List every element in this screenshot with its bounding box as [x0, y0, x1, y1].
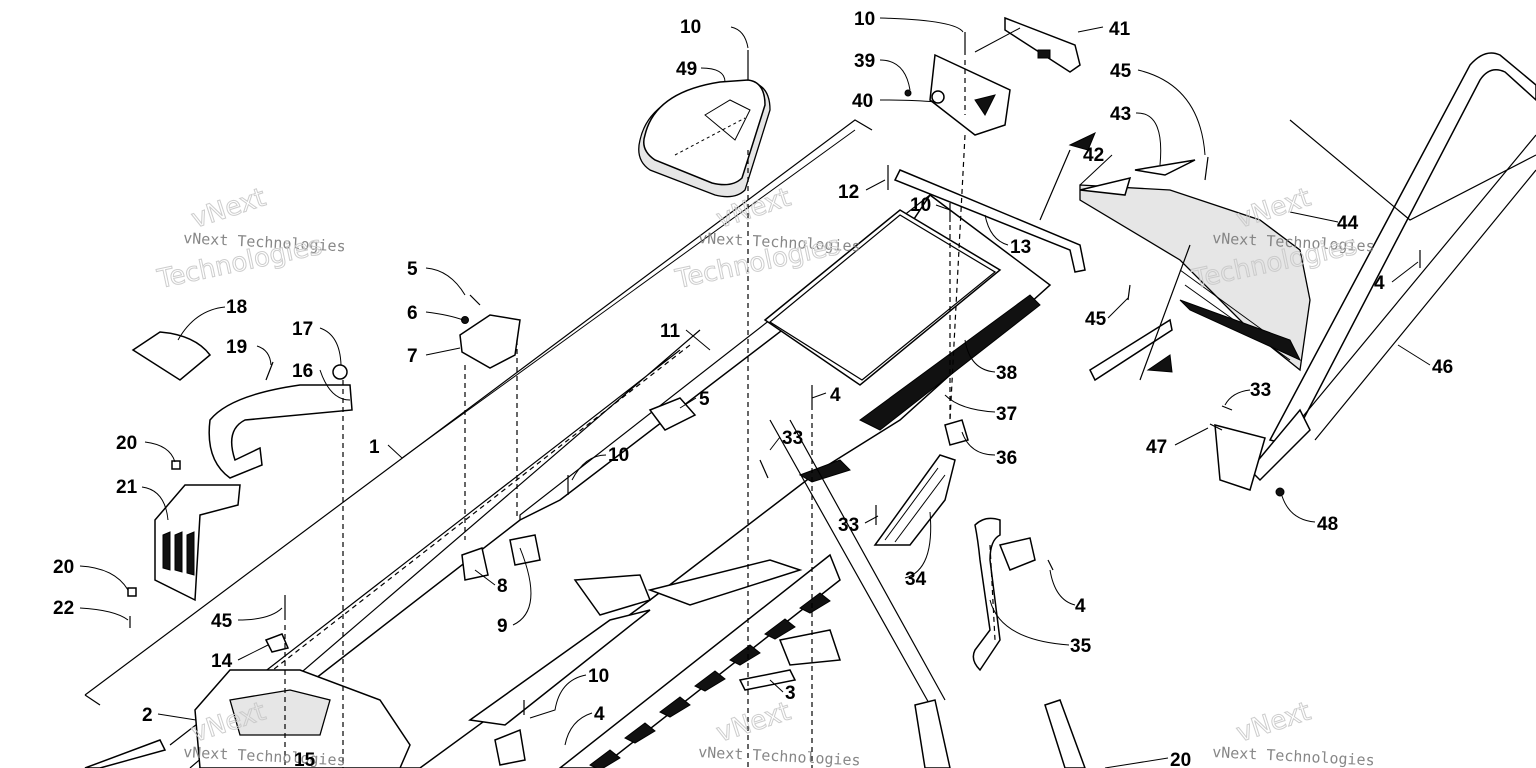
watermark-brand: vNext Technologies	[698, 743, 861, 768]
callout-10: 10	[854, 9, 875, 30]
callout-40: 40	[852, 91, 873, 112]
callout-47: 47	[1146, 437, 1167, 458]
callout-3: 3	[785, 683, 796, 704]
callout-33: 33	[838, 515, 859, 536]
callout-4: 4	[1075, 596, 1086, 617]
callout-18: 18	[226, 297, 247, 318]
callout-48: 48	[1317, 514, 1338, 535]
callout-12: 12	[838, 182, 859, 203]
snowflap-part-43	[1079, 159, 1311, 372]
callout-34: 34	[905, 569, 927, 590]
callout-44: 44	[1337, 213, 1359, 234]
callout-5: 5	[407, 259, 418, 280]
cover-part-18	[131, 331, 212, 381]
callout-11: 11	[660, 321, 681, 342]
callout-8: 8	[497, 576, 508, 597]
callout-15: 15	[294, 750, 316, 768]
callout-10: 10	[588, 666, 609, 687]
callout-45: 45	[211, 611, 233, 632]
watermark-brand: vNext Technologies	[1212, 743, 1375, 768]
callout-20: 20	[53, 557, 74, 578]
callout-37: 37	[996, 404, 1017, 425]
callout-9: 9	[497, 616, 508, 637]
rear-bracket-40	[929, 53, 1011, 136]
heat-shield-21	[154, 484, 241, 602]
callout-45: 45	[1085, 309, 1107, 330]
callout-4: 4	[594, 704, 605, 725]
direction-arrow-icon	[1068, 131, 1096, 151]
callout-7: 7	[407, 346, 418, 367]
callout-39: 39	[854, 51, 875, 72]
callout-4: 4	[830, 385, 841, 406]
callout-38: 38	[996, 363, 1017, 384]
callout-42: 42	[1083, 145, 1104, 166]
running-board-cleats	[589, 592, 831, 768]
seat-part-49	[638, 79, 771, 198]
callout-20: 20	[1170, 750, 1191, 768]
callout-41: 41	[1109, 19, 1131, 40]
callout-43: 43	[1110, 104, 1131, 125]
callout-33: 33	[1250, 380, 1271, 401]
callout-49: 49	[676, 59, 697, 80]
side-handle-35	[972, 517, 1001, 672]
callout-1: 1	[369, 437, 380, 458]
guard-part-34	[873, 454, 956, 546]
callout-10: 10	[608, 445, 629, 466]
callout-10: 10	[680, 17, 701, 38]
callout-33: 33	[782, 428, 803, 449]
callout-35: 35	[1070, 636, 1092, 657]
callout-6: 6	[407, 303, 418, 324]
callout-2: 2	[142, 705, 153, 726]
callout-14: 14	[211, 651, 233, 672]
leader-lines	[79, 17, 1431, 768]
rear-post-20	[1044, 699, 1086, 768]
watermark-corner: vNext	[1233, 697, 1315, 749]
mount-bracket-7	[459, 314, 521, 369]
front-bracket-2	[194, 669, 411, 768]
callout-22: 22	[53, 598, 74, 619]
callout-46: 46	[1432, 357, 1453, 378]
watermark-corner: vNext	[188, 183, 270, 235]
callout-10: 10	[910, 195, 931, 216]
callout-45: 45	[1110, 61, 1132, 82]
rear-bumper-46	[1248, 52, 1536, 482]
lower-strip	[84, 739, 167, 768]
callout-21: 21	[116, 477, 138, 498]
callout-20: 20	[116, 433, 137, 454]
watermark-corner: vNext	[713, 697, 795, 749]
alignment-lines	[284, 60, 966, 768]
left-bracket-16	[208, 384, 353, 479]
callout-13: 13	[1010, 237, 1031, 258]
callout-4: 4	[1374, 273, 1385, 294]
cap-part-41	[1004, 16, 1081, 73]
callout-labels: 10 49 10 41 39 40 45 43 42 12 10 13 44 4…	[53, 9, 1453, 768]
callout-17: 17	[292, 319, 313, 340]
strip-part-45	[1089, 318, 1173, 382]
callout-36: 36	[996, 448, 1017, 469]
watermark-corner: vNext	[1233, 183, 1315, 235]
callout-19: 19	[226, 337, 247, 358]
callout-5: 5	[699, 389, 710, 410]
direction-arrow-icon	[1146, 354, 1173, 373]
fastener-pins	[129, 32, 1421, 715]
callout-16: 16	[292, 361, 313, 382]
